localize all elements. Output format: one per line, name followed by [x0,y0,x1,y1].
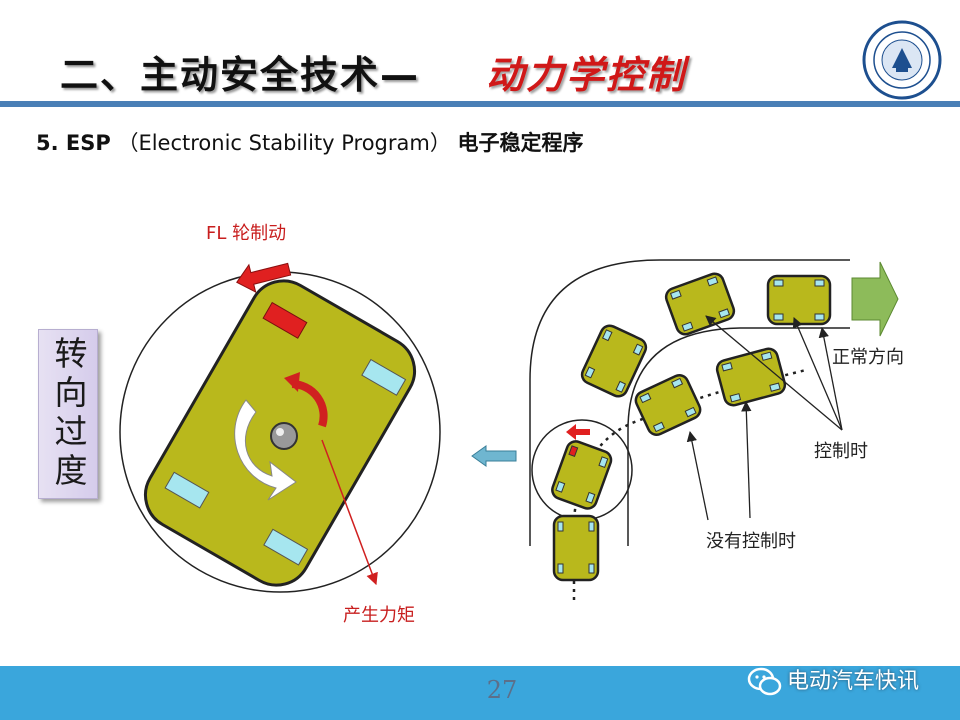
car-uncontrolled-2 [715,347,787,407]
footer-bar [0,666,960,720]
subtitle: 5. ESP （Electronic Stability Program） 电子… [36,127,584,157]
car-uncontrolled-1 [634,374,702,436]
car-controlled-3 [766,274,832,326]
subtitle-paren: （Electronic Stability Program） [117,131,451,155]
tire-rr [263,528,309,566]
road-outer-edge [529,259,850,546]
car-controlled-2 [664,272,736,336]
car-start [552,514,600,582]
watermark-text: 电动汽车快讯 [787,669,920,694]
fl-brake-arrow-icon [236,262,292,293]
subtitle-cn: 电子稳定程序 [457,131,584,155]
torque-arc-icon [291,380,328,428]
oversteer-label-box: 转向过度 [38,329,98,499]
car-controlled-1 [580,324,648,398]
subtitle-number: 5. ESP [36,131,111,155]
normal-direction-arrow-icon [851,261,899,337]
torque-label: 产生力矩 [343,605,415,626]
yaw-rotation-arrow [234,399,297,501]
wechat-icon [745,662,785,706]
page-title-accent: 动力学控制 [486,53,687,97]
tire-fr [361,358,407,396]
without-control-label: 没有控制时 [706,531,796,552]
center-of-gravity [270,422,298,450]
tire-fl-brake [262,301,308,339]
title-rule [0,101,960,107]
normal-direction-label: 正常方向 [832,347,904,368]
page-number: 27 [486,676,518,704]
oversteer-label: 转向过度 [49,336,88,492]
small-brake-arrow-icon [566,424,590,440]
car-zoomed [551,440,613,510]
page-title-prefix: 二、主动安全技术— [60,53,421,97]
university-seal-icon [862,20,942,104]
fl-brake-label: FL 轮制动 [206,223,287,244]
left-direction-arrow-icon [471,445,517,467]
with-control-label: 控制时 [814,441,868,462]
road-inner-edge [627,327,850,546]
torque-pointer [321,439,378,586]
tire-rl [164,471,210,509]
